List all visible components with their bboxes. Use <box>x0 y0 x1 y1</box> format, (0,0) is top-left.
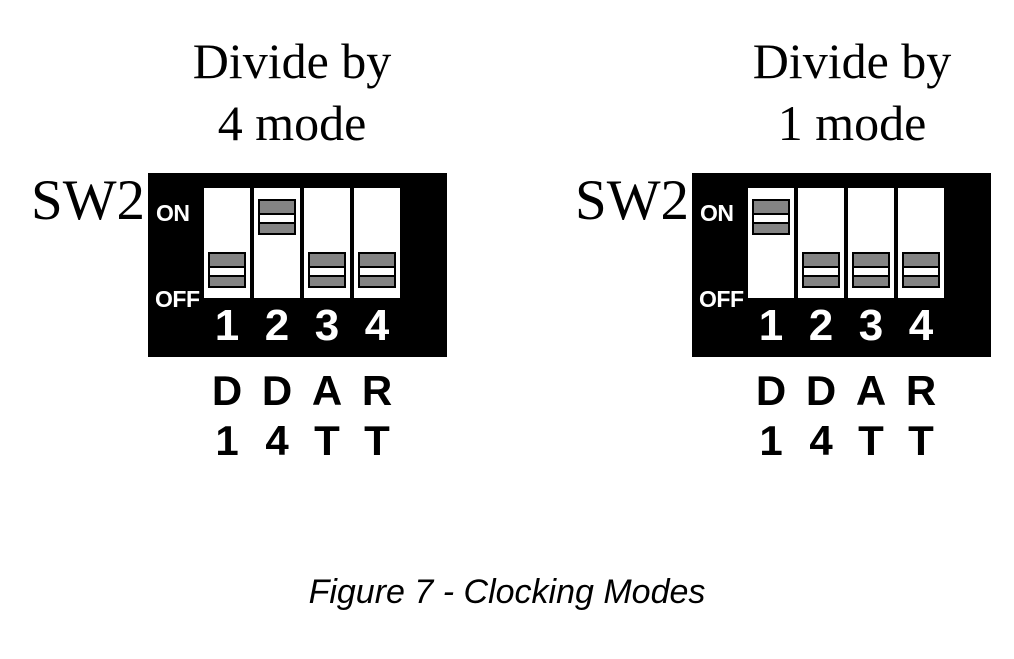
dip-switch-slots <box>204 188 400 298</box>
pin-label: D 4 <box>798 366 844 466</box>
dip-switch-body: ON OFF 1 2 3 4 <box>148 173 447 357</box>
pin-label-line1: D <box>755 367 787 414</box>
panel-divide-by-1-mode: Divide by 1 mode SW2 ON OFF <box>544 0 1014 470</box>
figure-caption: Figure 7 - Clocking Modes <box>308 573 706 611</box>
switch-numbers: 1 2 3 4 <box>748 304 944 348</box>
panel-title: Divide by 4 mode <box>142 30 442 154</box>
pin-label-line1: A <box>855 367 887 414</box>
pin-label: A T <box>304 366 350 466</box>
dip-switch-1 <box>204 188 250 298</box>
switch-slider <box>358 252 396 288</box>
slider-stripe <box>210 266 244 277</box>
panel-divide-by-4-mode: Divide by 4 mode SW2 ON OFF <box>0 0 470 470</box>
switch-number: 1 <box>758 301 784 350</box>
dip-switch-4 <box>898 188 944 298</box>
panel-title: Divide by 1 mode <box>702 30 1002 154</box>
switch-slider <box>752 199 790 235</box>
slider-stripe <box>904 266 938 277</box>
switch-number: 3 <box>314 301 340 350</box>
switch-number: 3 <box>858 301 884 350</box>
switch-slider <box>258 199 296 235</box>
slider-stripe <box>310 266 344 277</box>
pin-labels: D 1 D 4 A T R T <box>748 366 944 466</box>
pin-label: A T <box>848 366 894 466</box>
pin-label-line2: 1 <box>759 417 783 464</box>
switch-designator-label: SW2 <box>575 169 689 232</box>
slider-stripe <box>260 213 294 224</box>
slider-stripe <box>360 266 394 277</box>
switch-slider <box>852 252 890 288</box>
dip-switch-4 <box>354 188 400 298</box>
off-label: OFF <box>699 286 744 312</box>
dip-switch-3 <box>304 188 350 298</box>
pin-label-line1: A <box>311 367 343 414</box>
pin-label-line2: 4 <box>265 417 289 464</box>
pin-label: D 1 <box>204 366 250 466</box>
pin-label-line2: T <box>364 417 390 464</box>
dip-switch-2 <box>798 188 844 298</box>
dip-switch-1 <box>748 188 794 298</box>
switch-number: 4 <box>364 301 390 350</box>
slider-stripe <box>854 266 888 277</box>
switch-slider <box>308 252 346 288</box>
dip-switch-body: ON OFF 1 2 3 4 <box>692 173 991 357</box>
pin-labels: D 1 D 4 A T R T <box>204 366 400 466</box>
slider-stripe <box>804 266 838 277</box>
pin-label-line2: 4 <box>809 417 833 464</box>
slider-stripe <box>754 213 788 224</box>
pin-label-line1: D <box>261 367 293 414</box>
pin-label-line2: T <box>908 417 934 464</box>
pin-label: R T <box>354 366 400 466</box>
pin-label-line2: T <box>314 417 340 464</box>
pin-label-line2: 1 <box>215 417 239 464</box>
pin-label-line2: T <box>858 417 884 464</box>
switch-numbers: 1 2 3 4 <box>204 304 400 348</box>
panel-title-line1: Divide by <box>752 33 952 89</box>
panel-title-line1: Divide by <box>192 33 392 89</box>
switch-slider <box>208 252 246 288</box>
switch-designator-label: SW2 <box>31 169 145 232</box>
panel-title-line2: 1 mode <box>777 95 927 151</box>
pin-label-line1: D <box>211 367 243 414</box>
switch-number: 1 <box>214 301 240 350</box>
switch-number: 2 <box>264 301 290 350</box>
switch-number: 4 <box>908 301 934 350</box>
pin-label-line1: R <box>361 367 393 414</box>
switch-slider <box>802 252 840 288</box>
switch-slider <box>902 252 940 288</box>
panel-title-line2: 4 mode <box>217 95 367 151</box>
on-label: ON <box>156 200 190 226</box>
pin-label-line1: D <box>805 367 837 414</box>
pin-label: D 4 <box>254 366 300 466</box>
dip-switch-3 <box>848 188 894 298</box>
dip-switch-2 <box>254 188 300 298</box>
pin-label: R T <box>898 366 944 466</box>
pin-label: D 1 <box>748 366 794 466</box>
switch-number: 2 <box>808 301 834 350</box>
on-label: ON <box>700 200 734 226</box>
dip-switch-slots <box>748 188 944 298</box>
off-label: OFF <box>155 286 200 312</box>
pin-label-line1: R <box>905 367 937 414</box>
